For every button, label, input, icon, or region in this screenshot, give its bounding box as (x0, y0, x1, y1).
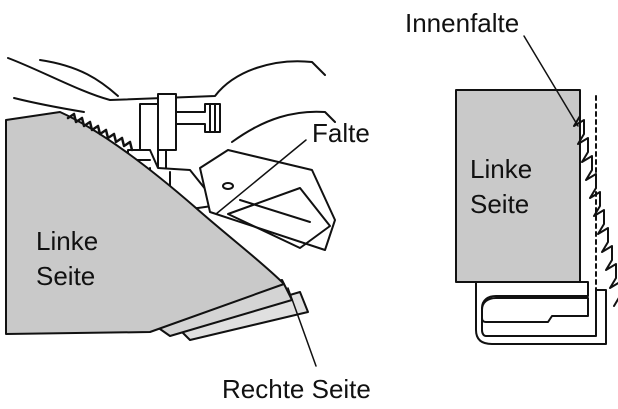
hem-fold-inner (481, 297, 589, 323)
label-seite-right-2: Seite (470, 189, 529, 219)
innenfalte-leader (523, 35, 579, 127)
hem-fabric-panel (455, 89, 581, 283)
sewing-machine-illustration (5, 57, 336, 367)
thumb-screw (175, 103, 221, 133)
label-rechte-seite: Rechte Seite (222, 374, 371, 404)
blind-stitch (573, 115, 618, 307)
falte-leader (215, 139, 307, 215)
plate-screw (222, 182, 234, 190)
label-falte: Falte (312, 118, 370, 148)
machine-body-lower (39, 59, 119, 97)
label-seite-left-2: Seite (36, 261, 95, 291)
label-innenfalte: Innenfalte (405, 8, 519, 38)
machine-lower-arm (13, 97, 85, 113)
blind-hem-illustration (455, 35, 618, 345)
hem-fold (475, 281, 607, 345)
label-linke-right-1: Linke (470, 154, 532, 184)
machine-body-outline (7, 57, 326, 101)
machine-head-right (231, 110, 336, 143)
stitch-line (66, 112, 134, 152)
needle-bar (157, 93, 177, 151)
label-linke-left-1: Linke (36, 226, 98, 256)
rechte-seite-leader (287, 287, 317, 367)
